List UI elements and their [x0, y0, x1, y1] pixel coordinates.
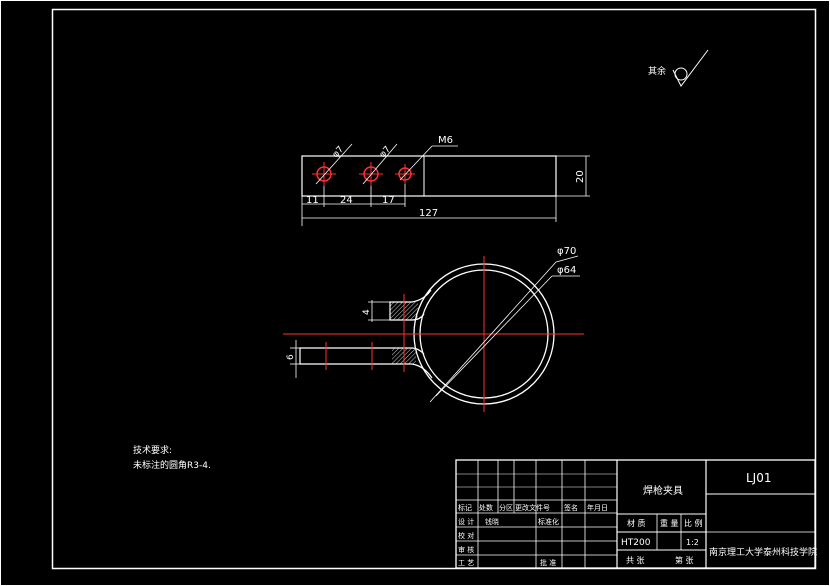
dim-phi7-b: φ7 [378, 145, 393, 160]
dim-height-20: 20 [575, 170, 586, 183]
hdr-date: 年月日 [587, 503, 608, 512]
design-label: 设 计 [458, 517, 474, 526]
roughness-symbol: 其余 [648, 49, 709, 87]
sheets-total: 共 张 [626, 556, 645, 565]
top-view: φ7 φ7 M6 20 11 24 17 127 [301, 135, 590, 226]
standard-label: 标准化 [538, 517, 559, 526]
process-label: 工 艺 [458, 559, 474, 567]
scale-label: 比 例 [684, 518, 703, 528]
dim-11: 11 [306, 195, 319, 206]
dim-4: 4 [362, 309, 372, 315]
hdr-signature: 签名 [564, 503, 578, 512]
dim-127: 127 [419, 208, 438, 219]
review-label: 审 核 [458, 545, 474, 554]
inner-frame [51, 8, 817, 570]
roughness-label: 其余 [648, 65, 666, 77]
weight-label: 重 量 [660, 518, 679, 528]
scale-value: 1:2 [686, 538, 699, 547]
dim-17: 17 [382, 195, 395, 206]
dim-phi7-a: φ7 [331, 145, 346, 160]
hdr-zone: 分区 [499, 503, 513, 512]
title-block [455, 459, 816, 569]
dim-phi70: φ70 [557, 246, 576, 257]
title-block-text: 焊枪夹具 LJ01 材 质 重 量 比 例 HT200 1:2 共 张 第 张 … [458, 471, 817, 567]
hole-1 [312, 162, 336, 186]
tech-notes-line1: 未标注的圆角R3-4. [133, 459, 211, 471]
material-label: 材 质 [627, 518, 646, 528]
material-value: HT200 [621, 538, 651, 548]
hdr-change-doc: 更改文件号 [515, 503, 550, 512]
designer-name: 钱晓 [485, 517, 499, 526]
hole-3 [395, 164, 415, 184]
approve-label: 批 准 [540, 558, 556, 567]
hdr-mark: 标记 [458, 503, 472, 512]
tech-notes-heading: 技术要求: [133, 444, 172, 456]
side-view: φ70 φ64 4 6 [283, 246, 584, 412]
dim-phi64: φ64 [557, 265, 576, 276]
check-label: 校 对 [458, 531, 474, 540]
dim-6: 6 [286, 354, 296, 360]
part-name: 焊枪夹具 [643, 484, 683, 497]
school-name: 南京理工大学泰州科技学院 [709, 546, 817, 558]
dim-24: 24 [340, 195, 353, 206]
dim-m6: M6 [438, 135, 453, 146]
drawing-number: LJ01 [746, 471, 772, 485]
hdr-count: 处数 [479, 503, 493, 512]
technical-notes: 技术要求: 未标注的圆角R3-4. [133, 444, 211, 471]
sheet-number: 第 张 [675, 555, 694, 565]
